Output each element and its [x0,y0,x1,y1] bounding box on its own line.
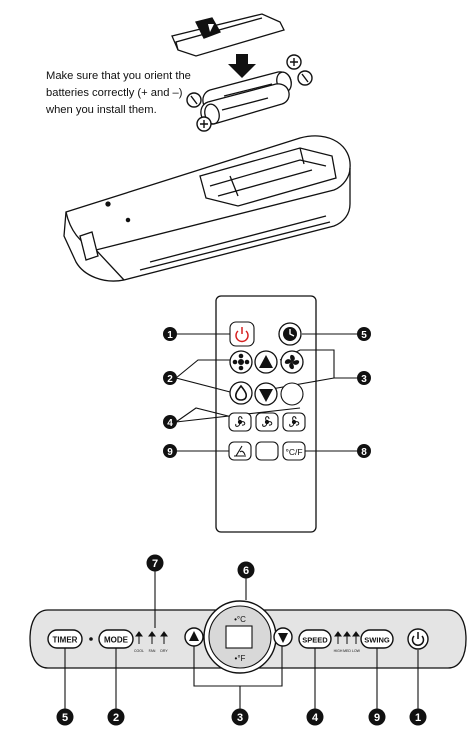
swing-panel-button[interactable]: SWING [360,629,394,649]
callout-2: 2 [167,374,173,385]
polarity-symbols [186,54,313,132]
speed-indicator-high: HIGH [334,649,343,653]
batteries-icon [200,71,292,125]
speed-indicator-low: LOW [352,649,361,653]
swing-icon [234,445,246,457]
down-button[interactable] [254,382,278,406]
control-panel: •°C •°F TIMER [29,554,467,726]
fan-high-icon [289,416,300,427]
display-fahrenheit-label: •°F [235,654,246,663]
dry-button[interactable] [229,381,253,405]
timer-icon [283,327,297,341]
display-celsius-label: •°C [234,615,246,624]
up-arrow-icon [189,631,199,641]
remote-callouts: 1 5 2 3 4 9 8 [163,327,371,458]
power-panel-button[interactable] [407,628,429,650]
fan-low-button[interactable] [228,412,252,432]
power-button[interactable] [229,321,255,347]
timer-button[interactable] [278,322,302,346]
speed-indicators [334,631,360,644]
callout-4: 4 [167,418,173,429]
up-panel-button[interactable] [184,627,204,647]
panel-callouts: 7 6 5 2 3 4 9 1 [56,554,427,726]
mode-indicator-cool: COOL [134,649,144,653]
up-button[interactable] [254,350,278,374]
fan-high-button[interactable] [282,412,306,432]
callout-5: 5 [62,712,68,724]
fan-mid-button[interactable] [255,412,279,432]
dry-icon [235,384,248,401]
fan-low-icon [235,416,246,427]
mode-panel-button[interactable]: MODE [98,629,134,649]
speed-icon [284,354,300,370]
callout-6: 6 [243,565,249,577]
timer-indicator-light [89,637,93,641]
display-screen [225,625,253,649]
down-arrow-icon [278,633,288,643]
callout-5: 5 [361,330,367,341]
instruction-line-3: when you install them. [46,104,157,116]
speed-panel-button[interactable]: SPEED [298,629,332,649]
up-arrow-icon [259,355,273,368]
down-arrow-icon [259,389,273,402]
callout-1: 1 [415,712,421,724]
power-icon [235,327,249,343]
mode-indicators [135,631,168,644]
instruction-line-2: batteries correctly (+ and –) [46,87,183,99]
blank-key[interactable] [255,441,279,461]
speed-label: SPEED [302,636,328,645]
mode-indicator-dry: DRY [160,649,168,653]
callout-3: 3 [237,712,243,724]
swing-label: SWING [364,636,390,645]
temp-unit-label: °C/F [285,447,302,457]
timer-panel-button[interactable]: TIMER [47,629,83,649]
swing-button[interactable] [228,441,252,461]
power-icon [411,632,425,647]
callout-4: 4 [312,712,319,724]
battery-installation-illustration [63,13,351,282]
callout-7: 7 [152,558,158,570]
callout-9: 9 [374,712,380,724]
instruction-line-1: Make sure that you orient the [46,70,191,82]
timer-label: TIMER [53,636,78,645]
callout-1: 1 [167,330,173,341]
mode-icon [232,353,250,371]
blank-button[interactable] [280,382,304,406]
battery-cover [171,13,285,57]
panel-leader-lines [64,570,419,710]
mode-button[interactable] [229,350,253,374]
speed-indicator-med: MED [343,649,351,653]
mode-label: MODE [104,636,129,645]
callout-3: 3 [361,374,367,385]
callout-8: 8 [361,447,367,458]
temp-unit-button[interactable]: °C/F [282,441,306,461]
down-panel-button[interactable] [273,627,293,647]
remote-back-view [63,135,351,282]
mode-indicator-fan: FAN [149,649,156,653]
remote-front: °C/F 1 5 2 3 4 9 8 [163,295,371,533]
callout-2: 2 [113,712,119,724]
speed-button[interactable] [280,350,304,374]
fan-mid-icon [262,416,273,427]
insert-arrow-icon [228,54,256,78]
battery-instruction: Make sure that you orient the batteries … [46,68,191,119]
callout-9: 9 [167,447,173,458]
